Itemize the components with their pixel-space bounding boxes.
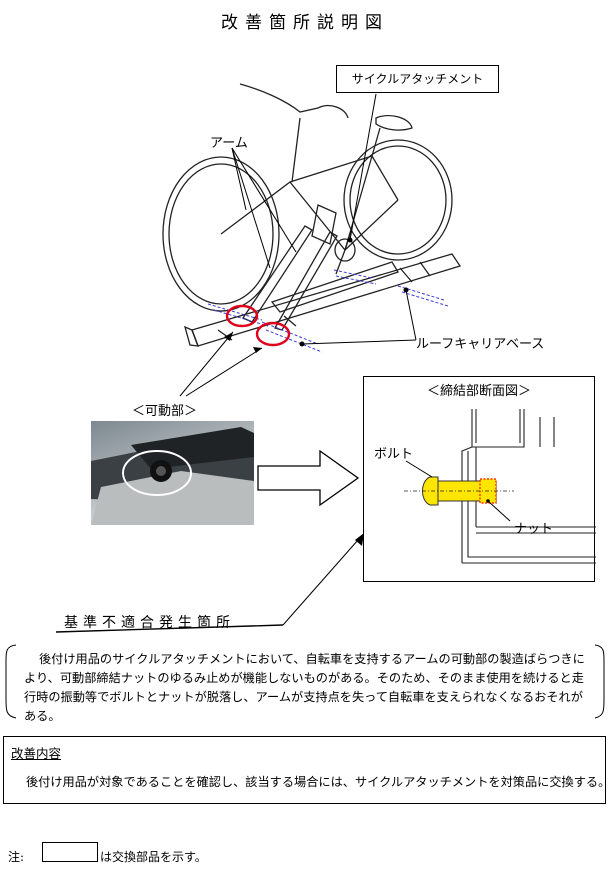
nut-label: ナット [514,522,554,537]
fault-description: 後付け用品のサイクルアタッチメントにおいて、自転車を支持するアームの可動部の製造… [24,652,585,723]
section-view-box: ＜締結部断面図＞ ボルト ナット [363,376,596,582]
arm-label: アーム [210,136,248,151]
section-view-title: ＜締結部断面図＞ [426,384,531,399]
bolt-label: ボルト [374,447,414,462]
roof-carrier-label: ルーフキャリアベース [416,337,545,352]
bicycle-drawing [162,83,453,312]
fault-heading: 基準不適合発生箇所 [64,615,235,631]
movable-part-label: ＜可動部＞ [132,404,198,419]
note-label: 注: [8,850,25,864]
arrowheads [224,332,364,546]
note-legend-box [42,842,98,862]
left-bracket [5,644,17,719]
remedy-title: 改善内容 [11,746,62,761]
big-arrow [257,449,360,507]
remedy-text: 後付け用品が対象であることを確認し、該当する場合には、サイクルアタッチメントを対… [26,775,610,789]
highlight-circles [225,304,291,347]
leader-lines [55,93,417,633]
note-text: は交換部品を示す。 [100,850,207,864]
attachment-callout: サイクルアタッチメント [336,65,499,93]
remedy-box: 改善内容 後付け用品が対象であることを確認し、該当する場合には、サイクルアタッチ… [3,736,610,804]
movable-part-photo [91,421,254,525]
right-bracket [594,644,605,719]
page-title: 改善箇所説明図 [221,13,389,33]
